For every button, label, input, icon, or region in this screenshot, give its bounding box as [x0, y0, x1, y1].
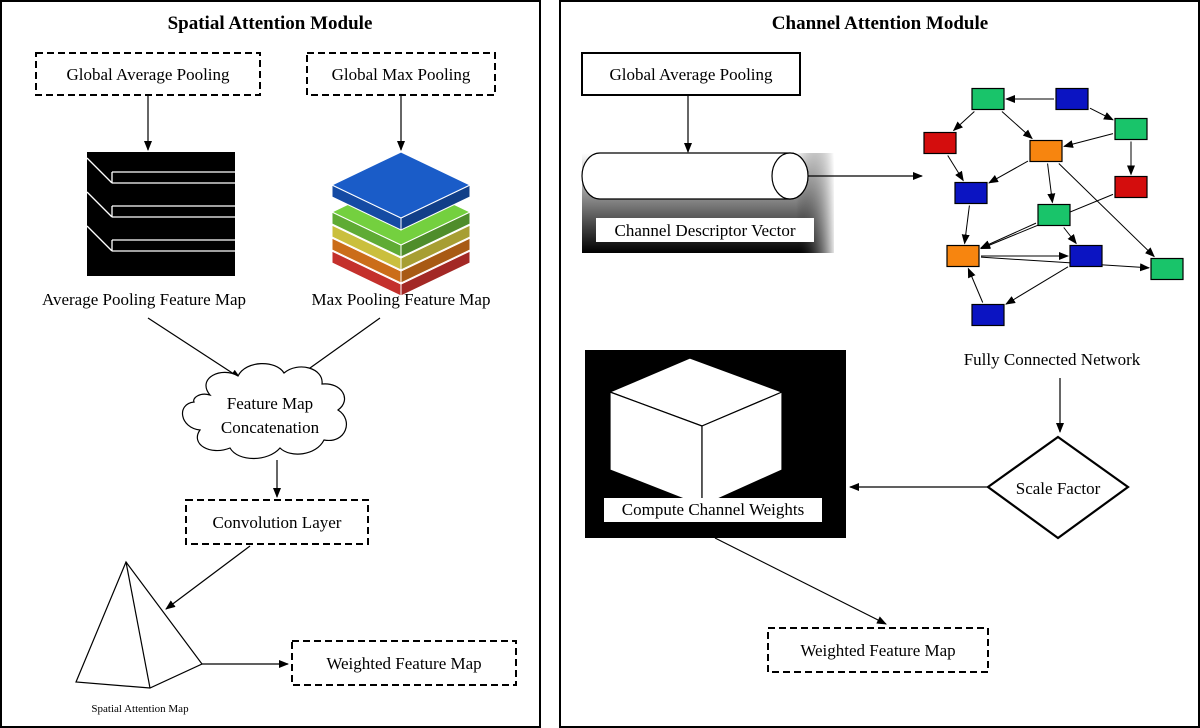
- arrow-avg-to-concat: [147, 317, 241, 379]
- network-edge: [1005, 266, 1069, 305]
- arrow-weights-to-weighted: [714, 537, 887, 625]
- network-node: [1069, 244, 1103, 268]
- network-node: [1114, 117, 1148, 141]
- network-edge: [1001, 111, 1033, 140]
- average-pooling-feature-map-icon: [86, 152, 235, 276]
- network-edge: [947, 155, 964, 182]
- channel-global-average-pooling-box: [581, 52, 801, 96]
- scale-factor-diamond: [986, 435, 1130, 540]
- feature-map-concatenation-cloud: [182, 363, 347, 459]
- convolution-layer-label: Convolution Layer: [213, 513, 342, 532]
- compute-weights-label-bg: [604, 498, 822, 522]
- global-average-pooling-label: Global Average Pooling: [66, 65, 230, 84]
- network-edge: [988, 160, 1029, 184]
- network-node: [954, 181, 988, 205]
- network-node: [1150, 257, 1184, 281]
- channel-module-title: Channel Attention Module: [772, 13, 988, 34]
- spatial-module-title: Spatial Attention Module: [168, 13, 373, 34]
- arrow-conv-to-attention-map: [165, 545, 251, 610]
- network-edge: [967, 267, 984, 303]
- fully-connected-network-graph: [923, 87, 1184, 327]
- network-edge: [961, 205, 970, 245]
- network-node: [1114, 175, 1148, 199]
- network-edge: [980, 256, 1150, 272]
- stack-layer: [330, 151, 472, 231]
- network-edge: [1058, 163, 1155, 258]
- global-average-pooling-box: [35, 52, 261, 96]
- network-node: [1029, 139, 1063, 163]
- network-edge: [1063, 227, 1077, 245]
- convolution-layer-box: [185, 499, 369, 545]
- spatial-attention-map-label: Spatial Attention Map: [91, 703, 189, 715]
- network-edge: [1063, 133, 1114, 148]
- network-node: [1055, 87, 1089, 111]
- channel-global-average-pooling-label: Global Average Pooling: [609, 65, 773, 84]
- network-edge: [952, 111, 975, 132]
- compute-channel-weights-label: Compute Channel Weights: [622, 500, 804, 519]
- scale-factor-label: Scale Factor: [1016, 479, 1101, 498]
- network-node: [946, 244, 980, 268]
- network-node: [971, 303, 1005, 327]
- network-edge: [1089, 107, 1114, 121]
- spatial-attention-map-pyramid-icon: [75, 560, 203, 689]
- spatial-weighted-feature-map-box: [291, 640, 517, 686]
- fully-connected-network-label: Fully Connected Network: [964, 350, 1141, 369]
- average-pooling-feature-map-label: Average Pooling Feature Map: [42, 290, 246, 309]
- network-node: [971, 87, 1005, 111]
- concatenation-label-line1: Feature Map: [227, 394, 313, 413]
- max-pooling-feature-map-label: Max Pooling Feature Map: [312, 290, 491, 309]
- max-pooling-feature-map-icon: [330, 151, 472, 297]
- concatenation-label-line2: Concatenation: [221, 418, 320, 437]
- spatial-weighted-feature-map-label: Weighted Feature Map: [326, 654, 481, 673]
- network-node: [923, 131, 957, 155]
- channel-weighted-feature-map-label: Weighted Feature Map: [800, 641, 955, 660]
- global-max-pooling-label: Global Max Pooling: [332, 65, 471, 84]
- network-edge: [1047, 163, 1056, 204]
- network-node: [1037, 203, 1071, 227]
- descriptor-label-bg: [596, 218, 814, 242]
- channel-descriptor-vector-label: Channel Descriptor Vector: [615, 221, 796, 240]
- channel-weighted-feature-map-box: [767, 627, 989, 673]
